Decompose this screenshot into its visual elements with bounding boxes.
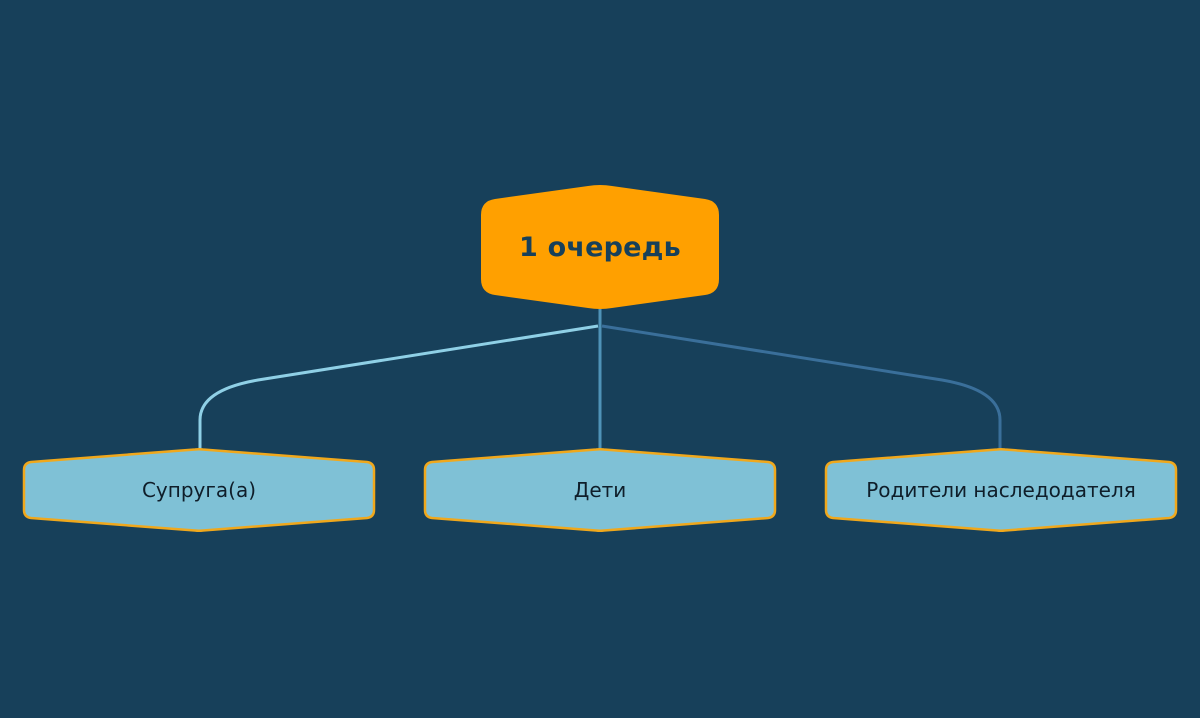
child-hexagon — [423, 448, 777, 532]
root-node-shape — [481, 185, 719, 309]
root-node: 1 очередь — [481, 185, 719, 309]
connector-line-left — [198, 324, 599, 450]
child-hexagon — [824, 448, 1178, 532]
child-node-parents: Родители наследодателя — [824, 448, 1178, 532]
child-node-shape — [824, 448, 1178, 532]
child-node-label: Родители наследодателя — [866, 478, 1136, 502]
connector-line-right — [601, 324, 1002, 450]
child-node-shape — [423, 448, 777, 532]
child-node-shape — [22, 448, 376, 532]
root-hexagon — [481, 185, 719, 309]
child-hexagon — [22, 448, 376, 532]
child-node-label: Супруга(а) — [141, 478, 257, 502]
child-node-spouse: Супруга(а) — [22, 448, 376, 532]
child-node-label: Дети — [573, 478, 627, 502]
child-node-children: Дети — [423, 448, 777, 532]
root-node-label: 1 очередь — [519, 231, 681, 263]
